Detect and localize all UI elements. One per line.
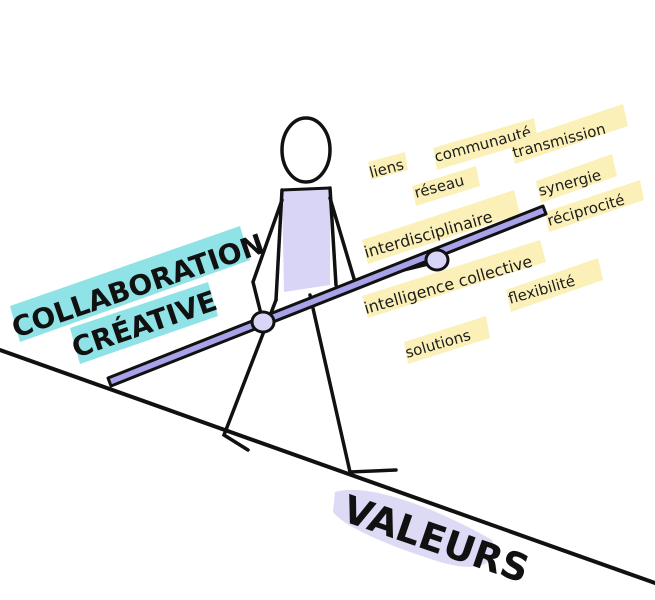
- value-liens: liens: [367, 155, 406, 181]
- right-hand: [424, 248, 450, 272]
- ground-label-text: VALEURS: [337, 487, 535, 592]
- tightrope-walker-icon: [221, 116, 438, 474]
- value-flexibilite: flexibilité: [506, 272, 577, 308]
- head: [280, 116, 332, 184]
- left-hand: [250, 310, 276, 334]
- balance-pole-icon: [106, 204, 548, 388]
- torso: [282, 188, 330, 292]
- values-cloud: liens communauté transmission réseau syn…: [362, 104, 644, 364]
- title: COLLABORATION CRÉATIVE: [8, 226, 269, 365]
- slope-line: [0, 348, 655, 585]
